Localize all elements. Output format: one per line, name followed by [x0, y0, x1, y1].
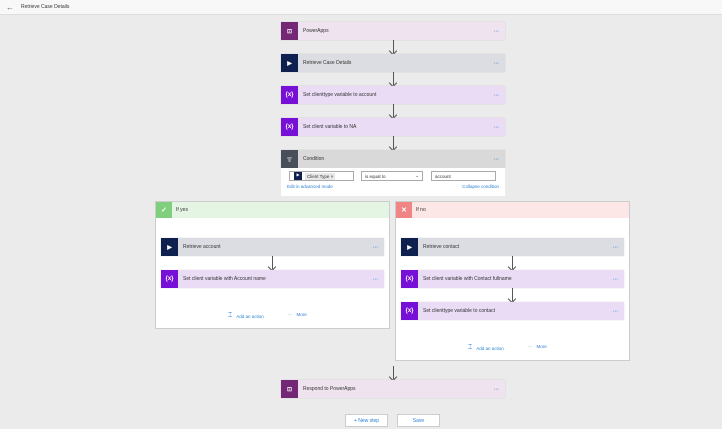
add-action-label: Add an action [236, 313, 264, 319]
connector-arrow [272, 256, 273, 269]
condition-body: ▶ Client Type × is equal to ⌄ account Ed… [281, 168, 505, 196]
more-options-icon[interactable]: ··· [612, 275, 618, 283]
more-options-icon[interactable]: ··· [493, 91, 499, 99]
variable-icon: {x} [281, 86, 298, 104]
more-options-icon[interactable]: ··· [372, 275, 378, 283]
token-label: Client Type [307, 173, 330, 179]
branch-if-yes: ✓ If yes [155, 201, 390, 329]
collapse-condition-link[interactable]: Collapse condition [462, 184, 499, 189]
add-action-icon: ⌶ [468, 344, 473, 351]
more-options-icon[interactable]: ··· [612, 307, 618, 315]
step-label: Set clienttype variable to contact [423, 308, 495, 314]
chevron-down-icon: ⌄ [415, 173, 419, 178]
variable-icon: {x} [161, 270, 178, 288]
value-text: account [435, 173, 451, 179]
back-arrow-icon[interactable]: ← [6, 2, 14, 12]
more-options-icon[interactable]: ··· [493, 385, 499, 393]
step-label: Set clienttype variable to account [303, 92, 377, 98]
add-an-action-button[interactable]: ⌶Add an action [228, 312, 264, 320]
condition-icon: ╦ [281, 150, 298, 168]
save-button[interactable]: Save [397, 414, 440, 427]
dynamics-icon: ▶ [294, 172, 302, 180]
top-bar: ← Retrieve Case Details [0, 0, 722, 15]
connector-arrow [393, 72, 394, 85]
edit-advanced-mode-link[interactable]: Edit in advanced mode [287, 184, 333, 189]
connector-arrow [512, 256, 513, 269]
dynamics-icon: ▶ [401, 238, 418, 256]
more-options-icon[interactable]: ··· [372, 243, 378, 251]
step-respond-to-powerapps[interactable]: ⊡ Respond to PowerApps ··· [281, 380, 505, 398]
step-label: PowerApps [303, 28, 329, 34]
branch-title: If no [416, 207, 426, 213]
step-label: Retrieve Case Details [303, 60, 352, 66]
more-button[interactable]: ···More [528, 344, 547, 349]
more-options-icon[interactable]: ··· [612, 243, 618, 251]
connector-arrow [393, 366, 394, 379]
dynamics-icon: ▶ [161, 238, 178, 256]
more-label: More [536, 344, 547, 349]
variable-icon: {x} [281, 118, 298, 136]
step-label: Retrieve account [183, 244, 221, 250]
add-action-label: Add an action [476, 345, 504, 351]
more-options-icon[interactable]: ··· [493, 27, 499, 35]
more-options-icon[interactable]: ··· [493, 59, 499, 67]
more-options-icon[interactable]: ··· [493, 155, 499, 163]
connector-arrow [512, 288, 513, 301]
add-action-icon: ⌶ [228, 312, 233, 319]
operator-value: is equal to [365, 173, 386, 179]
step-retrieve-contact[interactable]: ▶ Retrieve contact ··· [401, 238, 624, 256]
flow-title: Retrieve Case Details [21, 4, 70, 10]
step-label: Set client variable with Account name [183, 276, 266, 282]
step-condition[interactable]: ╦ Condition ··· [281, 150, 505, 168]
token-client-type[interactable]: Client Type × [305, 172, 336, 180]
step-set-clienttype-contact[interactable]: {x} Set clienttype variable to contact ·… [401, 302, 624, 320]
variable-icon: {x} [401, 302, 418, 320]
more-options-icon[interactable]: ··· [493, 123, 499, 131]
step-label: Retrieve contact [423, 244, 460, 250]
step-label: Condition [303, 156, 325, 162]
condition-value-input[interactable]: account [431, 171, 496, 181]
variable-icon: {x} [401, 270, 418, 288]
dynamics-icon: ▶ [281, 54, 298, 72]
step-set-client-na[interactable]: {x} Set client variable to NA ··· [281, 118, 505, 136]
step-set-client-account-name[interactable]: {x} Set client variable with Account nam… [161, 270, 384, 288]
step-powerapps[interactable]: ⊡ PowerApps ··· [281, 22, 505, 40]
condition-operator-dropdown[interactable]: is equal to ⌄ [361, 171, 423, 181]
step-label: Set client variable to NA [303, 124, 357, 130]
add-an-action-button[interactable]: ⌶Add an action [468, 344, 504, 352]
more-label: More [296, 312, 307, 317]
powerapps-icon: ⊡ [281, 380, 298, 398]
check-icon: ✓ [156, 202, 172, 218]
more-icon: ··· [288, 312, 293, 317]
step-retrieve-case-details[interactable]: ▶ Retrieve Case Details ··· [281, 54, 505, 72]
x-icon: ✕ [396, 202, 412, 218]
branch-title: If yes [176, 207, 188, 213]
more-icon: ··· [528, 344, 533, 349]
step-set-clienttype[interactable]: {x} Set clienttype variable to account ·… [281, 86, 505, 104]
new-step-button[interactable]: + New step [345, 414, 388, 427]
step-retrieve-account[interactable]: ▶ Retrieve account ··· [161, 238, 384, 256]
step-label: Set client variable with Contact fullnam… [423, 276, 512, 282]
connector-arrow [393, 40, 394, 53]
more-button[interactable]: ···More [288, 312, 307, 317]
powerapps-icon: ⊡ [281, 22, 298, 40]
branch-header: ✓ If yes [156, 202, 389, 218]
step-set-client-contact-fullname[interactable]: {x} Set client variable with Contact ful… [401, 270, 624, 288]
connector-arrow [393, 136, 394, 149]
condition-left-operand[interactable]: ▶ Client Type × [289, 171, 354, 181]
branch-header: ✕ If no [396, 202, 629, 218]
step-label: Respond to PowerApps [303, 386, 356, 392]
token-remove-icon[interactable]: × [330, 173, 334, 179]
connector-arrow [393, 104, 394, 117]
